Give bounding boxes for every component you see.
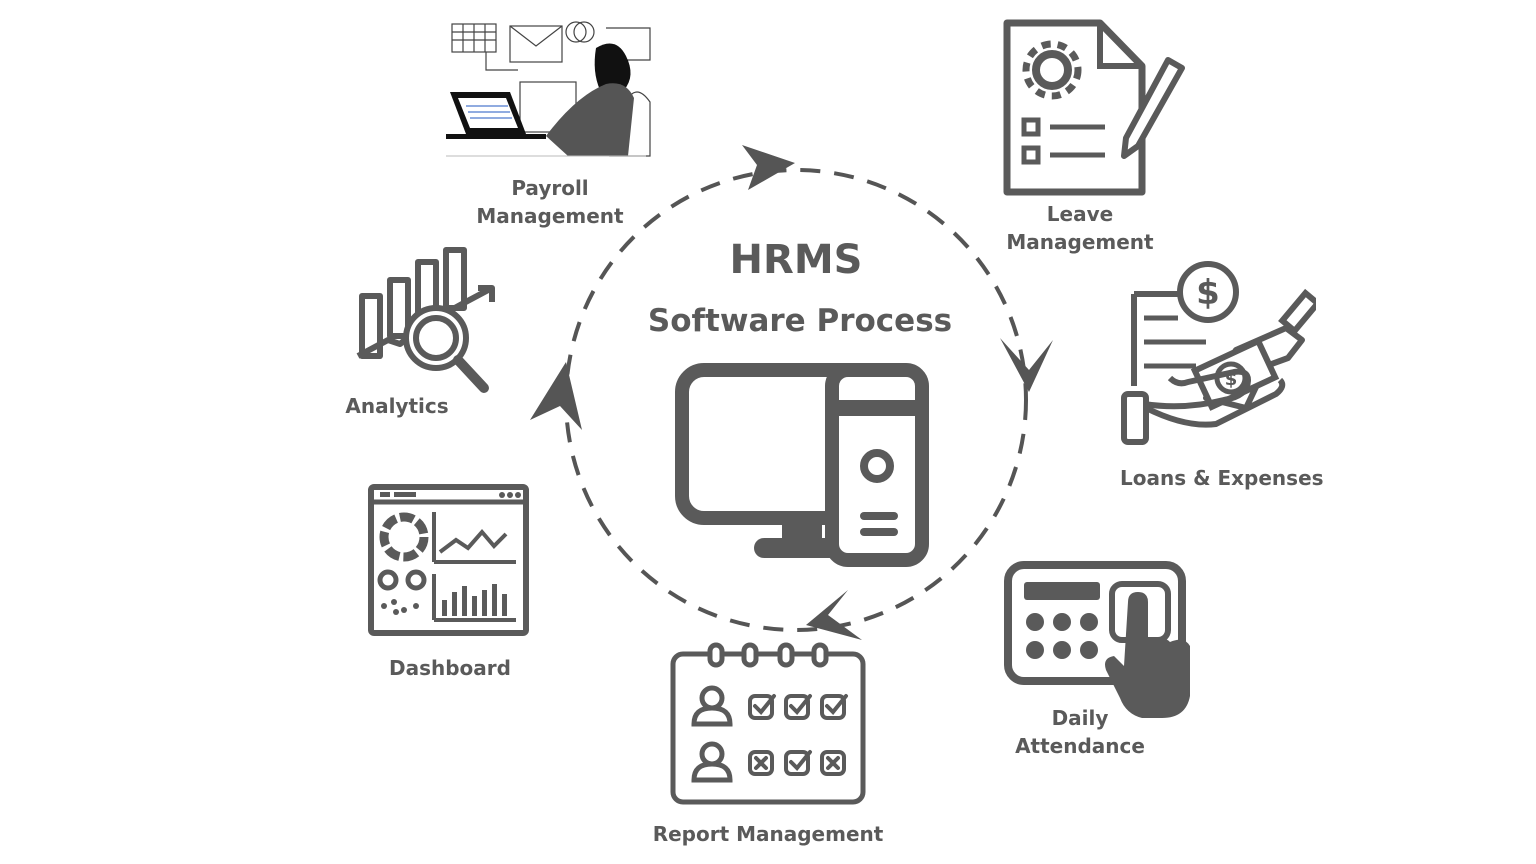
payroll-illustration-icon xyxy=(446,21,651,157)
keypad-finger-icon xyxy=(1004,561,1190,718)
document-gear-pencil-icon xyxy=(1003,19,1185,196)
node-label-payroll-line2: Management xyxy=(476,204,624,228)
diagram-title: HRMS xyxy=(729,237,863,283)
node-label-analytics: Analytics xyxy=(322,392,472,420)
svg-text:$: $ xyxy=(1196,273,1220,313)
node-label-payroll-line1: Payroll xyxy=(511,176,589,200)
node-label-payroll: Payroll Management xyxy=(470,174,630,230)
node-label-leave-line2: Management xyxy=(1006,230,1154,254)
node-label-leave: Leave Management xyxy=(1000,200,1160,256)
chart-magnifier-icon xyxy=(356,247,495,393)
desktop-computer-icon xyxy=(675,363,929,567)
node-label-attendance-line1: Daily xyxy=(1051,706,1109,730)
node-label-dashboard: Dashboard xyxy=(370,654,530,682)
node-label-report-line1: Report Management xyxy=(652,822,884,846)
hand-money-invoice-icon: $ $ xyxy=(1121,261,1316,445)
arrowhead-icon xyxy=(530,362,582,430)
node-label-attendance: Daily Attendance xyxy=(1000,704,1160,760)
node-label-leave-line1: Leave xyxy=(1046,202,1114,226)
node-label-report: Report Management xyxy=(648,820,888,848)
node-label-analytics-line1: Analytics xyxy=(345,394,449,418)
node-label-loans-line1: Loans & Expenses xyxy=(1120,466,1324,490)
arrowhead-icon xyxy=(806,590,862,640)
node-label-attendance-line2: Attendance xyxy=(1015,734,1145,758)
calendar-checklist-icon xyxy=(670,642,866,805)
arrowhead-icon xyxy=(742,145,795,190)
arrowhead-icon xyxy=(1000,338,1053,392)
node-label-dashboard-line1: Dashboard xyxy=(389,656,511,680)
diagram-subtitle: Software Process xyxy=(647,303,953,339)
dashboard-screen-icon xyxy=(368,484,529,636)
node-label-loans: Loans & Expenses xyxy=(1120,464,1324,492)
